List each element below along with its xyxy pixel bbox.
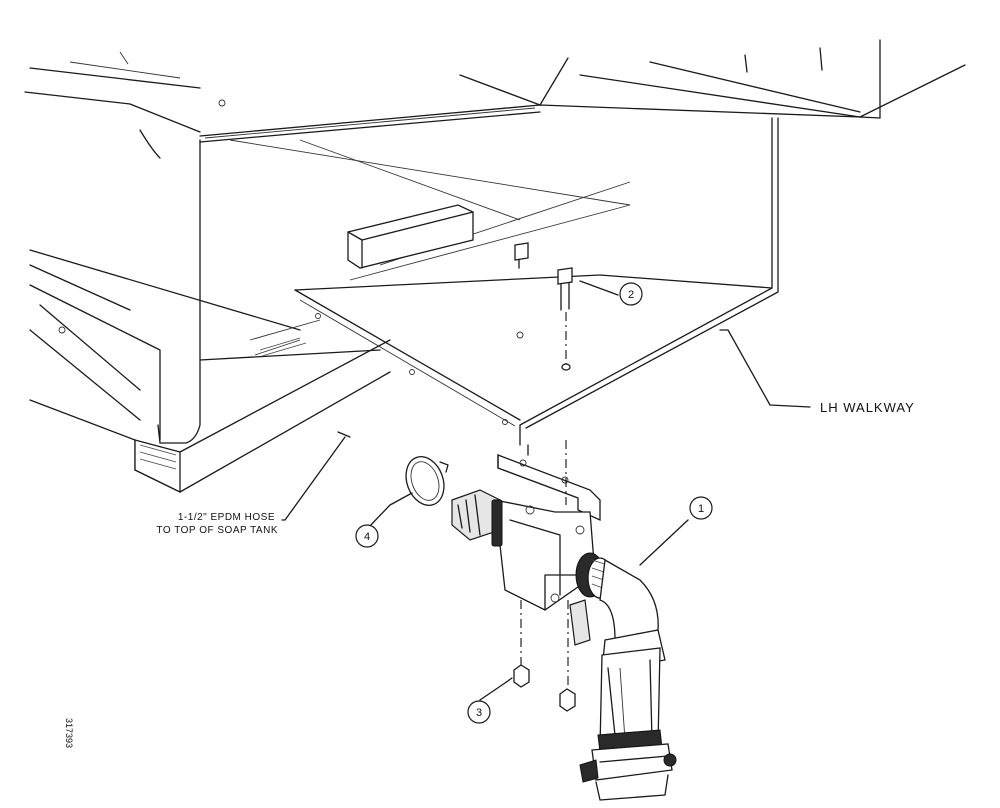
svg-text:3: 3	[476, 707, 482, 719]
svg-text:2: 2	[628, 289, 634, 301]
hose-leader	[281, 436, 346, 521]
bolt	[514, 242, 573, 371]
fasteners	[513, 440, 576, 712]
hose-label-line1: 1-1/2" EPDM HOSE	[178, 512, 275, 523]
hose-clamp	[405, 456, 449, 506]
callout-1: 1	[689, 496, 713, 520]
elbow-and-pipe	[579, 558, 677, 801]
lower-frame	[29, 249, 391, 494]
callout-2: 2	[619, 282, 643, 306]
drawing-number: 317393	[64, 718, 74, 748]
upper-frame	[24, 39, 966, 444]
valve-assembly	[451, 489, 613, 646]
svg-text:1: 1	[698, 503, 704, 515]
walkway-label: LH WALKWAY	[820, 400, 915, 415]
hose-label-line2: TO TOP OF SOAP TANK	[156, 525, 278, 536]
support-block	[229, 139, 631, 269]
lh-walkway-panel	[294, 117, 779, 446]
svg-text:4: 4	[364, 531, 370, 543]
leader-lines	[367, 280, 811, 701]
callout-4: 4	[355, 524, 379, 548]
callout-3: 3	[467, 700, 491, 724]
